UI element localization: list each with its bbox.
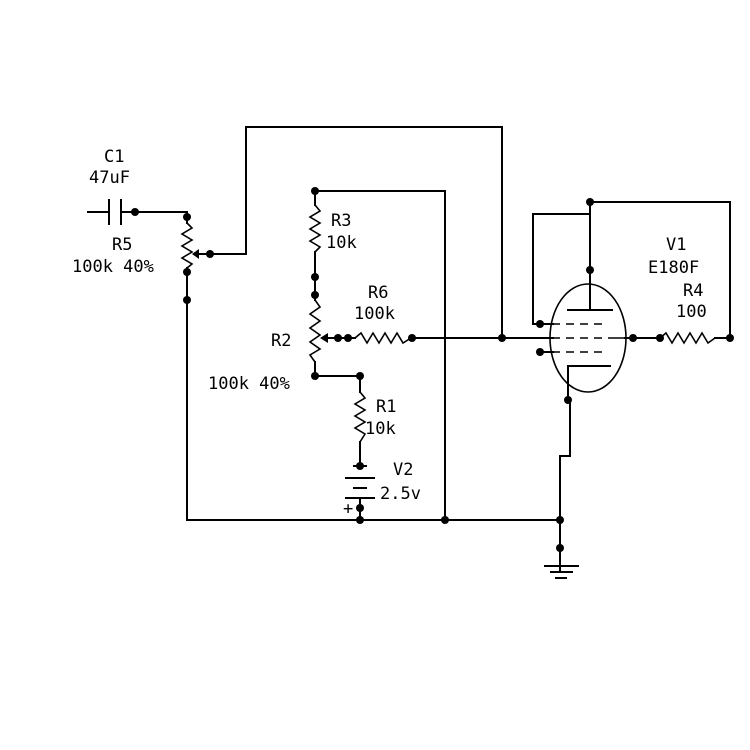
battery-v2: + V2 2.5v	[343, 460, 421, 519]
c1-value-label: 47uF	[89, 168, 130, 188]
r4-value-label: 100	[676, 302, 707, 322]
resistor-r4: R4 100	[659, 281, 716, 345]
r2-value-label: 100k 40%	[208, 374, 290, 394]
v2-polarity-label: +	[343, 499, 353, 519]
r3-value-label: 10k	[326, 233, 357, 253]
potentiometer-r2: R2 100k 40%	[208, 299, 328, 394]
potentiometer-r5: R5 100k 40%	[72, 222, 211, 277]
wires	[122, 126, 731, 579]
capacitor-c1: C1 47uF	[87, 147, 130, 225]
r6-value-label: 100k	[354, 304, 395, 324]
resistor-r3: R3 10k	[308, 204, 357, 253]
v2-ref-label: V2	[393, 460, 413, 480]
v1-value-label: E180F	[648, 258, 699, 278]
r6-ref-label: R6	[368, 283, 388, 303]
r5-ref-label: R5	[112, 235, 132, 255]
r4-ref-label: R4	[683, 281, 703, 301]
r3-ref-label: R3	[331, 211, 351, 231]
r1-ref-label: R1	[376, 397, 396, 417]
r2-ref-label: R2	[271, 331, 291, 351]
c1-ref-label: C1	[104, 147, 124, 167]
r5-value-label: 100k 40%	[72, 257, 154, 277]
junction-dots	[131, 187, 734, 552]
vacuum-tube-v1: V1 E180F	[539, 235, 699, 399]
resistor-r1: R1 10k	[353, 391, 396, 443]
v2-value-label: 2.5v	[380, 484, 421, 504]
v1-ref-label: V1	[666, 235, 686, 255]
r1-value-label: 10k	[365, 419, 396, 439]
resistor-r6: R6 100k	[354, 283, 412, 345]
